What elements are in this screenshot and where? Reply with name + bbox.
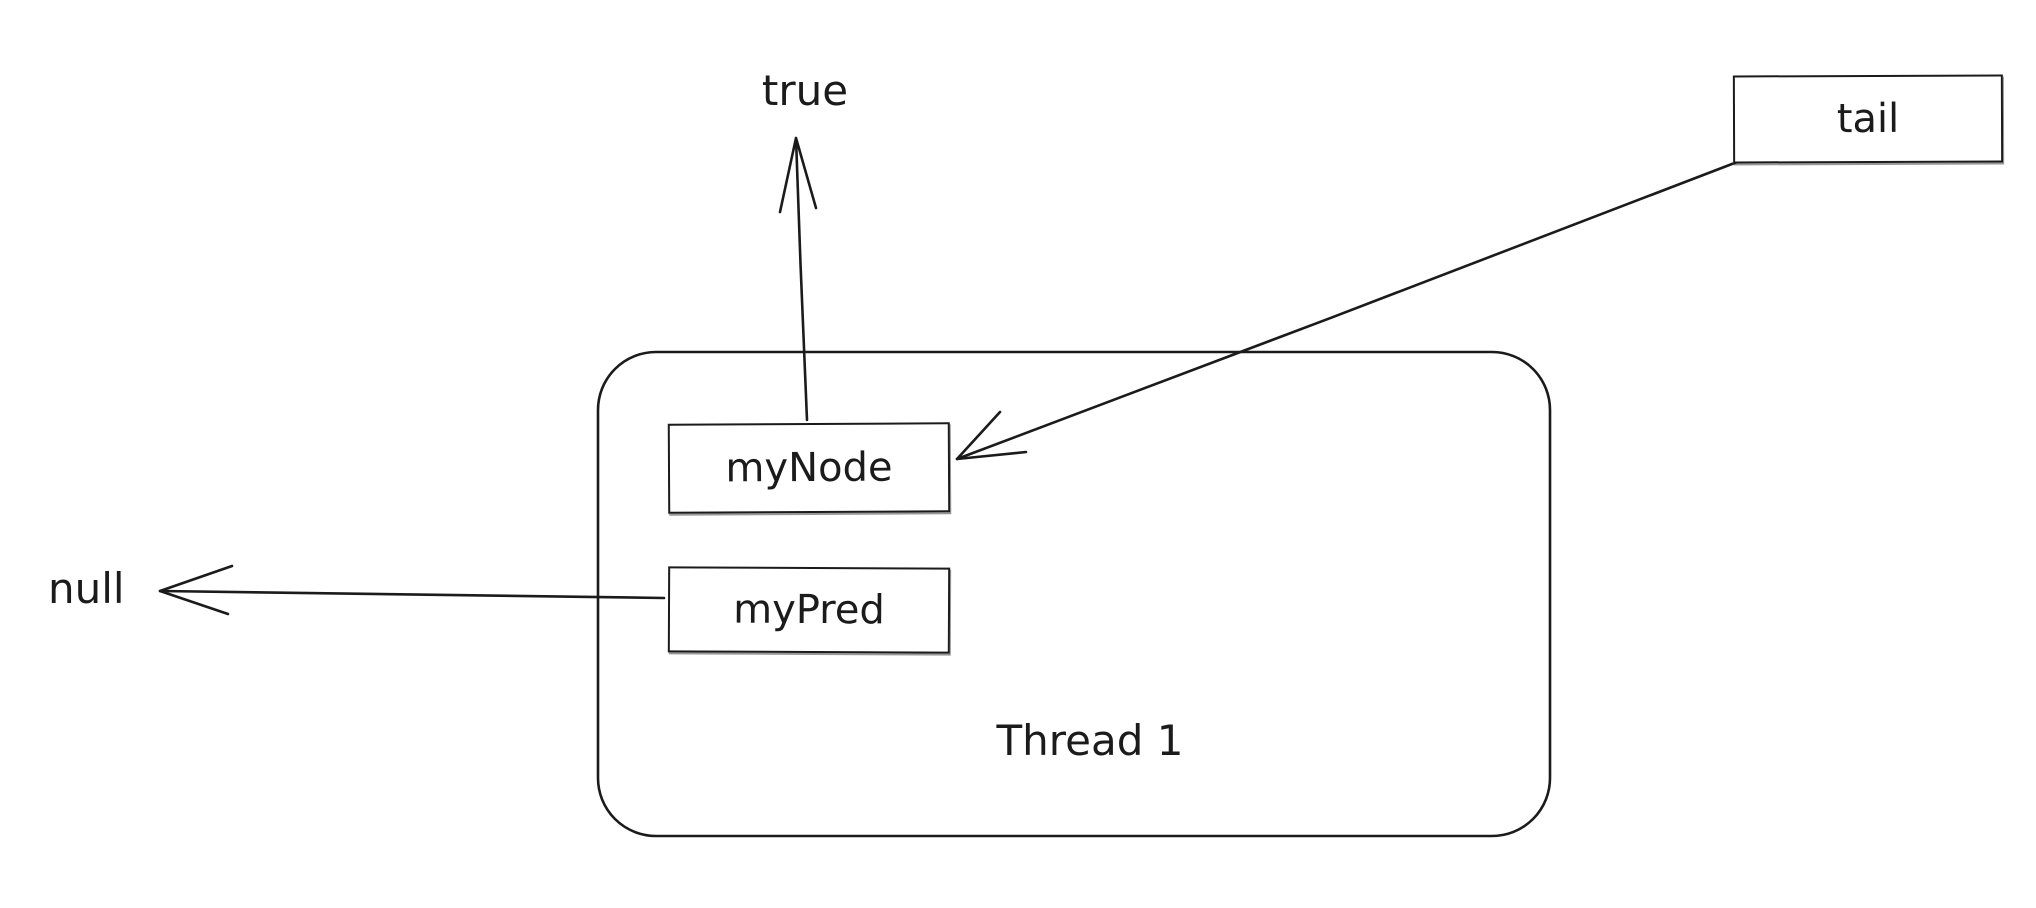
- tail-box-label: tail: [1836, 95, 1900, 143]
- tail-box: tail: [1732, 74, 2004, 164]
- null-label: null: [48, 564, 125, 613]
- mypred-box-label: myPred: [733, 586, 885, 634]
- arrow-tail-to-mynode-head: [955, 410, 1028, 461]
- thread-container-label: Thread 1: [996, 716, 1184, 765]
- mynode-box-label: myNode: [725, 444, 893, 492]
- arrow-mypred-to-null-shaft: [158, 589, 666, 600]
- arrow-mynode-to-true-head: [778, 136, 818, 214]
- arrow-tail-to-mynode-shaft: [955, 157, 1747, 461]
- arrow-mynode-to-true-shaft: [794, 136, 809, 422]
- mynode-box: myNode: [667, 422, 951, 514]
- true-label: true: [761, 66, 849, 115]
- mypred-box: myPred: [667, 566, 951, 654]
